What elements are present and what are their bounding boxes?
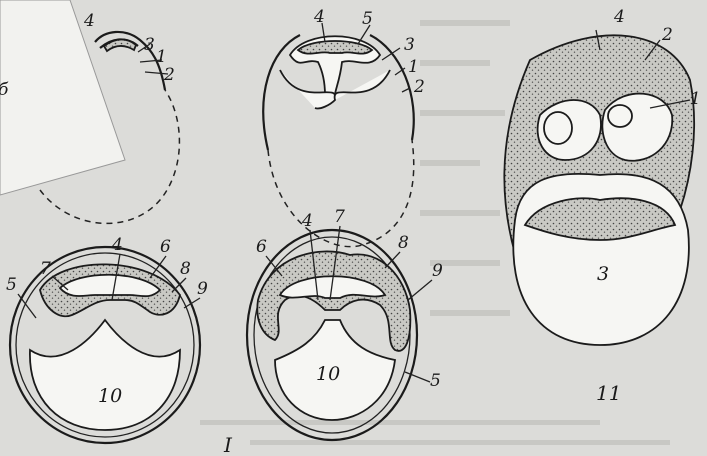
label-6-stage-c: 6 (160, 237, 171, 257)
label-roman-1: I (223, 433, 233, 456)
label-6-stage-d: 6 (256, 237, 267, 257)
label-2-stage-a: 2 (163, 65, 175, 85)
label-roman-2: 11 (596, 381, 621, 405)
label-3-stage-b: 3 (404, 35, 415, 55)
stage-c-embryo (10, 247, 200, 443)
label-1-stage-e: 1 (690, 89, 701, 109)
label-2-stage-b: 2 (413, 77, 425, 97)
label-5-stage-d: 5 (430, 371, 441, 391)
label-4-stage-e: 4 (613, 7, 625, 27)
label-10-stage-c: 10 (98, 385, 122, 407)
label-5-stage-c: 5 (6, 275, 17, 295)
label-9-stage-c: 9 (197, 279, 208, 299)
paper-fragment (0, 0, 125, 195)
label-4-stage-a: 4 (83, 11, 95, 31)
label-4-stage-b: 4 (313, 7, 325, 27)
label-3-stage-e: 3 (597, 263, 609, 285)
label-8-stage-c: 8 (180, 259, 191, 279)
stage-e-embryo (504, 30, 694, 345)
label-1-stage-b: 1 (408, 57, 419, 77)
label-2-stage-e: 2 (661, 25, 673, 45)
label-partial: б (0, 80, 9, 100)
label-10-stage-d: 10 (316, 363, 340, 385)
label-8-stage-d: 8 (398, 233, 409, 253)
label-3-stage-a: 3 (144, 35, 155, 55)
label-7-stage-d: 7 (334, 207, 345, 227)
label-4-stage-d: 4 (301, 211, 313, 231)
label-4-stage-c: 4 (111, 235, 123, 255)
label-9-stage-d: 9 (432, 261, 443, 281)
label-5-stage-b: 5 (362, 9, 373, 29)
label-1-stage-a: 1 (156, 47, 167, 67)
label-7-stage-c: 7 (40, 259, 51, 279)
